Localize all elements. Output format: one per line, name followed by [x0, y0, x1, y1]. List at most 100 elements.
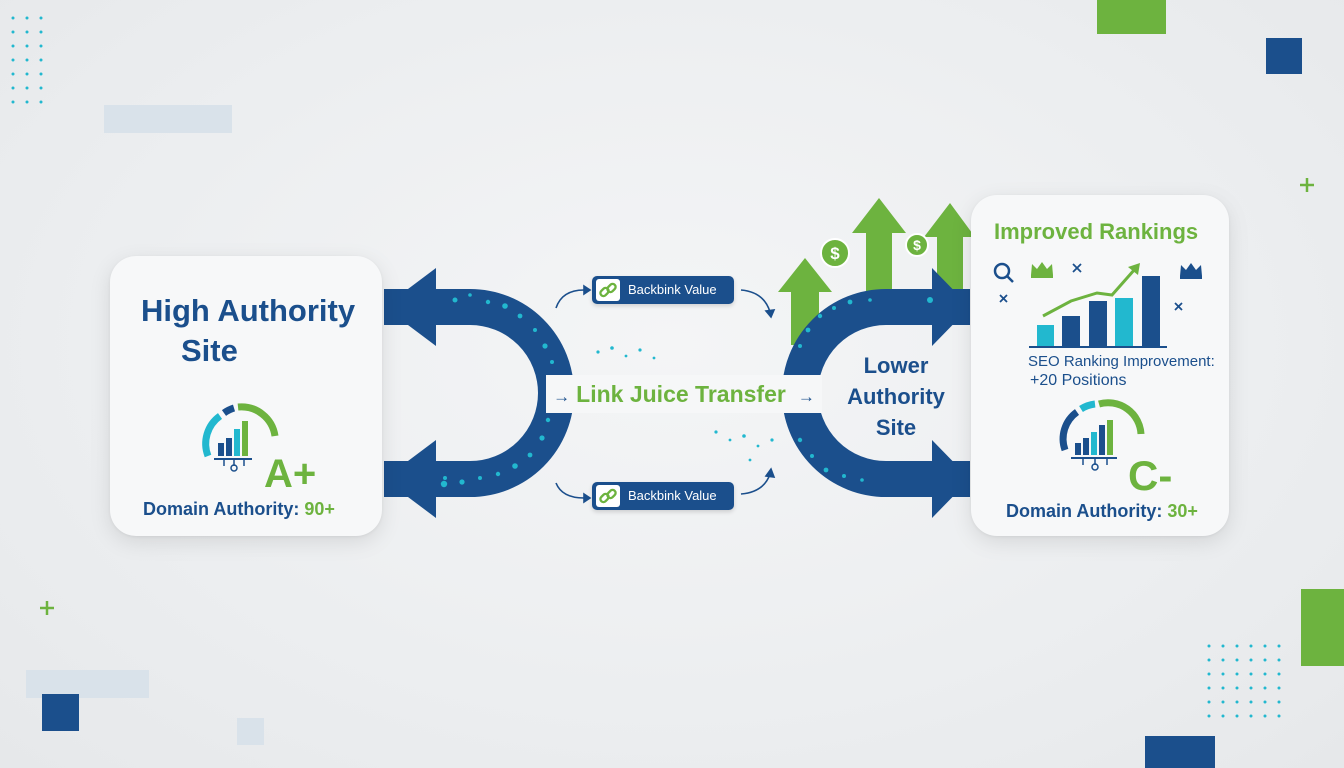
dot	[1263, 700, 1267, 704]
dot	[1221, 658, 1225, 662]
sparkle-dot	[714, 430, 718, 434]
sparkle-dot	[468, 293, 472, 297]
title-line-1: Lower	[863, 353, 929, 378]
dot	[1235, 714, 1239, 718]
dot-grid-top-left	[11, 16, 43, 104]
dot	[1235, 672, 1239, 676]
deco-square-navy-bottom-left	[42, 694, 79, 731]
right-arrowhead-top	[932, 268, 970, 346]
dot	[25, 30, 29, 34]
plus-icon	[1300, 178, 1314, 192]
sparkle-dot	[805, 327, 811, 333]
dot	[39, 86, 43, 90]
title-line-3: Site	[875, 415, 917, 440]
dot	[39, 100, 43, 104]
dot	[1249, 714, 1253, 718]
dot	[1263, 672, 1267, 676]
dot	[11, 72, 15, 76]
sparkle-dot	[860, 478, 864, 482]
left-arrowhead-top	[384, 268, 436, 346]
link-icon	[596, 279, 620, 301]
sparkle-dot	[868, 298, 872, 302]
sparkle-dot	[842, 474, 846, 478]
sparkle-dot	[596, 350, 600, 354]
dot	[1221, 686, 1225, 690]
dot	[39, 58, 43, 62]
deco-square-light-bottom	[237, 718, 264, 745]
high-authority-title: High Authority Site	[141, 291, 361, 371]
sparkle-dot	[728, 438, 732, 442]
deco-square-green-right	[1301, 589, 1344, 666]
transfer-label-text: Link Juice Transfer	[576, 381, 786, 407]
dot	[25, 44, 29, 48]
sparkle-dot	[927, 297, 933, 303]
svg-text:$: $	[830, 244, 840, 263]
plus-icon	[40, 601, 54, 615]
sparkle-dot	[742, 434, 746, 438]
particle-sparkles	[440, 293, 933, 488]
bar-chart-icon	[218, 421, 248, 456]
sparkle-dot	[756, 444, 760, 448]
grade-badge: A+	[264, 452, 317, 496]
bar-chart-icon	[1075, 420, 1113, 455]
dot	[25, 58, 29, 62]
dollar-coin-icon: $	[820, 238, 850, 268]
dot	[25, 100, 29, 104]
crown-icon	[1031, 262, 1053, 278]
magnifier-icon	[993, 262, 1014, 283]
sparkle-dot	[440, 480, 448, 488]
dot	[1207, 672, 1211, 676]
sparkle-dot	[459, 479, 465, 485]
dot	[1249, 644, 1253, 648]
sparkle-dot	[452, 297, 458, 303]
dot-grid-bottom-right	[1207, 644, 1281, 718]
sparkle-dot	[652, 356, 656, 360]
title-line-2: Site	[181, 333, 238, 368]
left-flow-band	[434, 289, 574, 497]
dot	[1277, 686, 1281, 690]
sparkle-dot	[638, 348, 642, 352]
dot	[1263, 644, 1267, 648]
dot	[1249, 700, 1253, 704]
dot	[11, 86, 15, 90]
dot	[1277, 700, 1281, 704]
arrow-right-icon: →	[797, 387, 815, 406]
dot	[1207, 658, 1211, 662]
sparkle-dot	[443, 476, 447, 480]
growth-arrow-icon	[1042, 263, 1140, 318]
dot	[11, 100, 15, 104]
dot	[1221, 700, 1225, 704]
sparkle-dot	[550, 360, 554, 364]
deco-square-navy-top	[1266, 38, 1302, 74]
link-icon	[596, 485, 620, 507]
curved-arrow-icon	[555, 284, 776, 504]
dot	[11, 44, 15, 48]
dot	[1235, 658, 1239, 662]
dot	[1263, 686, 1267, 690]
sparkle-dot	[748, 458, 752, 462]
dot	[25, 16, 29, 20]
title-line-1: High Authority	[141, 293, 356, 328]
dot	[11, 30, 15, 34]
dot	[1207, 644, 1211, 648]
dot	[1221, 644, 1225, 648]
dot	[1263, 658, 1267, 662]
ranking-chart-illustration	[993, 262, 1202, 348]
sparkle-dot	[495, 471, 501, 477]
dot	[25, 86, 29, 90]
arrow-right-icon: →	[553, 387, 571, 406]
sparkle-dot	[478, 476, 482, 480]
dot	[1221, 714, 1225, 718]
dot	[25, 72, 29, 76]
dot	[11, 16, 15, 20]
bar-chart-icon	[1029, 276, 1167, 348]
dot	[1207, 686, 1211, 690]
sparkle-dot	[610, 346, 614, 350]
sparkle-dot	[545, 417, 551, 423]
sparkle-dot	[817, 313, 823, 319]
backlink-label: Backbink Value	[628, 282, 717, 297]
improved-rankings-title: Improved Rankings	[994, 219, 1199, 244]
deco-bar-bottom-left	[26, 670, 149, 698]
sparkle-dot	[797, 437, 803, 443]
dot	[1221, 672, 1225, 676]
